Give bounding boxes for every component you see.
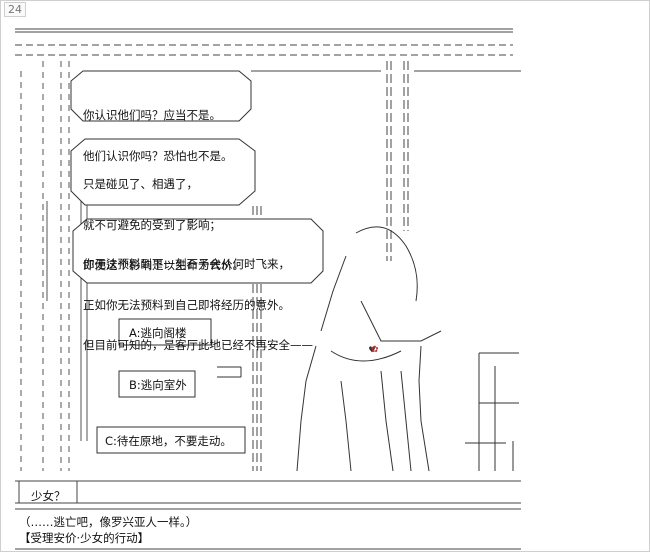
speech-line: 你认识他们吗？应当不是。	[83, 108, 221, 122]
choice-a[interactable]: A:逃向阁楼	[129, 326, 187, 340]
choice-b[interactable]: B:逃向室外	[129, 378, 187, 392]
speech-line: 你无法预料到下一刻石子会从何时飞来，	[83, 257, 290, 271]
svg-text:✿: ✿	[371, 345, 379, 355]
speech-line: 即便这个影响是以生命为代价。	[83, 258, 244, 272]
speech-line: 他们认识你吗？恐怕也不是。	[83, 148, 233, 163]
speech-line: 正如你无法预料到自己即将经历的意外。	[83, 297, 290, 312]
svg-text:♥: ♥	[369, 345, 375, 356]
speech-line: 但目前可知的，是客厅此地已经不再安全——	[83, 338, 313, 352]
speech-bubble-3: 你无法预料到下一刻石子会从何时飞来， 正如你无法预料到自己即将经历的意外。 但目…	[83, 231, 313, 380]
speech-line: 只是碰见了、相遇了，	[83, 177, 198, 191]
choice-c[interactable]: C:待在原地，不要走动。	[105, 434, 232, 448]
speech-bubble-1: 你认识他们吗？应当不是。 他们认识你吗？恐怕也不是。	[83, 82, 233, 190]
speech-line: 就不可避免的受到了影响；	[83, 217, 221, 232]
speech-bubble-2: 只是碰见了、相遇了， 就不可避免的受到了影响； 即便这个影响是以生命为代价。	[83, 151, 244, 300]
narration-line-2: 【受理安价·少女的行动】	[19, 531, 150, 545]
speaker-name-box: 少女？	[31, 489, 66, 503]
page-number: 24	[4, 2, 26, 17]
narration-line-1: （……逃亡吧，像罗兴亚人一样。）	[19, 515, 198, 529]
